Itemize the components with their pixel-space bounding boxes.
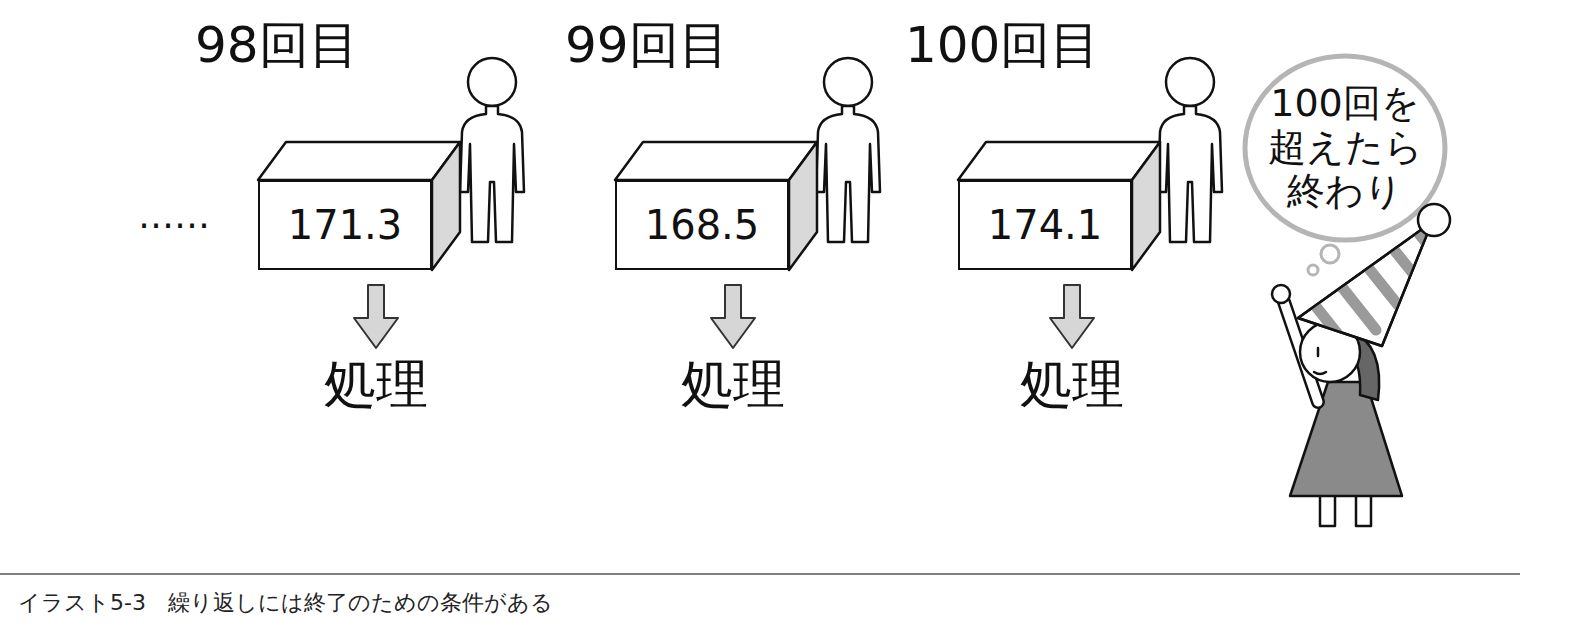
box-top [615, 142, 817, 180]
down-arrow [711, 285, 755, 348]
girl-dress [1290, 382, 1402, 496]
box-side [432, 142, 460, 270]
hat-pompom [1418, 204, 1450, 236]
person-figure [460, 58, 524, 242]
process-label: 処理 [1020, 356, 1124, 413]
girl-hand [1272, 285, 1290, 303]
iteration-label: 98回目 [195, 18, 359, 73]
person-figure [1158, 58, 1222, 242]
down-arrows [354, 285, 1094, 348]
ellipsis: …… [138, 196, 210, 236]
node-text: 171.3 [288, 202, 403, 248]
down-arrow [1050, 285, 1094, 348]
thought-dot [1321, 245, 1339, 263]
girl-mouth [1314, 372, 1326, 374]
node-text: 100回を 超えたら 終わり [1262, 82, 1428, 213]
iteration-label: 100回目 [905, 18, 1100, 73]
thought-bubble-text: 100回を 超えたら 終わり [1262, 78, 1428, 218]
box-side [789, 142, 817, 270]
box-top [258, 142, 460, 180]
girl-figure [1272, 204, 1450, 526]
figure-caption: イラスト5-3 繰り返しには終了のための条件がある [18, 588, 553, 618]
box-side [1132, 142, 1160, 270]
thought-bubble [1245, 56, 1445, 240]
thought-dot [1308, 265, 1318, 275]
person-figure [816, 58, 880, 242]
girl-hat [1298, 222, 1432, 346]
box-top [958, 142, 1160, 180]
iteration-label: 99回目 [565, 18, 729, 73]
process-box: 174.1 [958, 180, 1132, 270]
process-box: 168.5 [615, 180, 789, 270]
girl-hat-outline [1298, 222, 1432, 346]
box-faces [258, 142, 1160, 270]
node-text: 168.5 [645, 202, 760, 248]
down-arrow [354, 285, 398, 348]
process-box: 171.3 [258, 180, 432, 270]
process-label: 処理 [324, 356, 428, 413]
caption-rule [0, 573, 1520, 575]
node-text: 174.1 [988, 202, 1103, 248]
process-label: 処理 [681, 356, 785, 413]
girl-eye [1317, 348, 1320, 356]
